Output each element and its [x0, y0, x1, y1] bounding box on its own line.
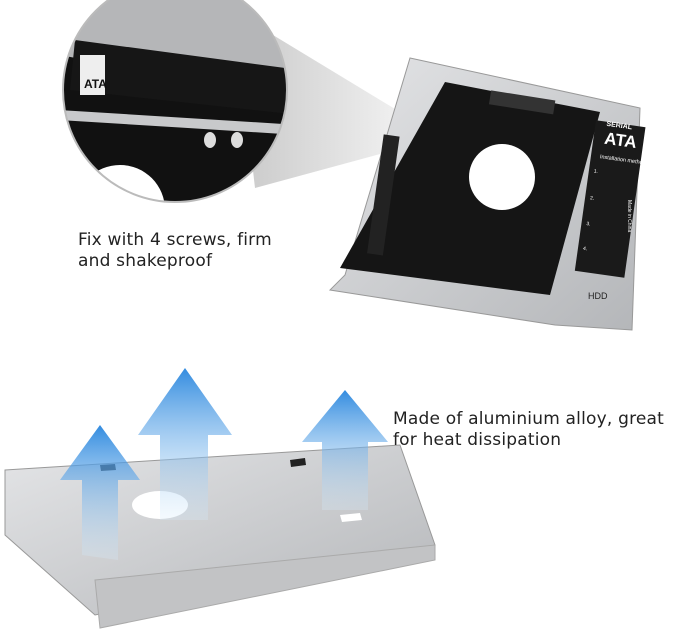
- step-1: 1.: [593, 168, 598, 175]
- serial-label: SERIAL: [606, 121, 633, 132]
- step-4: 4.: [583, 246, 588, 253]
- arrow-up-icon: [302, 390, 388, 510]
- caption-line: and shakeproof: [78, 251, 213, 271]
- made-in-label: Made in China: [626, 200, 632, 232]
- step-3: 3.: [586, 221, 591, 228]
- caddy-top-view: SERIAL ATA Installation method 1. 2. 3. …: [328, 57, 646, 331]
- step-2: 2.: [590, 195, 595, 202]
- zoom-ata-label: ATA: [84, 77, 107, 91]
- caption-aluminium: Made of aluminium alloy, great for heat …: [393, 409, 664, 451]
- zoom-detail-circle: ATA: [63, 0, 287, 202]
- arrow-up-icon: [60, 425, 140, 560]
- hdd-label: HDD: [588, 291, 608, 301]
- caption-line: Fix with 4 screws, firm: [78, 230, 272, 250]
- ata-label: ATA: [603, 129, 638, 152]
- heat-arrows: [60, 368, 388, 560]
- caption-line: for heat dissipation: [393, 430, 562, 450]
- caption-line: Made of aluminium alloy, great: [393, 409, 665, 429]
- arrow-up-icon: [138, 368, 232, 520]
- caption-screws: Fix with 4 screws, firm and shakeproof: [78, 230, 272, 272]
